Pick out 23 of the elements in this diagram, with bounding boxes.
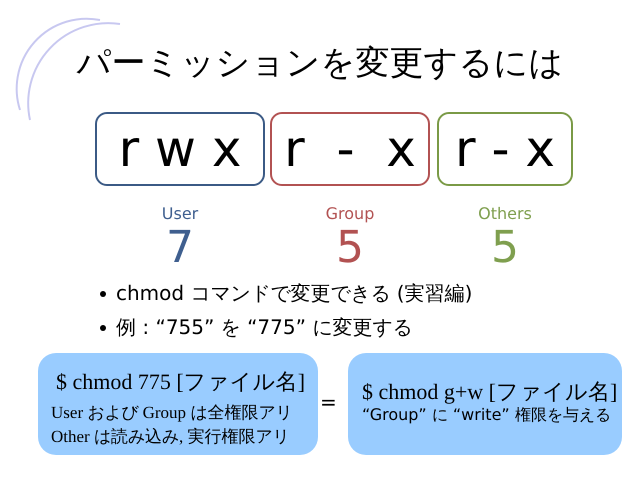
- command-panel: [38, 353, 318, 455]
- permission-class-label: Group: [324, 204, 376, 223]
- command-panel: [348, 353, 622, 455]
- command-text: $ chmod g+w [ファイル名]: [362, 378, 618, 406]
- description-text: “Group” に “write” 権限を与える: [362, 405, 611, 426]
- bullet-text: 例 : “755” を “775” に変更する: [116, 314, 412, 341]
- permission-class-label: Others: [477, 204, 533, 223]
- permission-box: [270, 112, 430, 186]
- description-text: Other は読み込み, 実行権限アリ: [51, 426, 290, 448]
- equals-sign: =: [320, 390, 337, 414]
- slide-title: パーミッションを変更するには: [76, 42, 564, 85]
- permission-box: [95, 112, 265, 186]
- permission-string: r - x: [283, 119, 417, 180]
- octal-digit: 5: [490, 224, 520, 272]
- permission-box: [437, 112, 573, 186]
- command-text: $ chmod 775 [ファイル名]: [56, 368, 306, 396]
- permission-string: r w x: [118, 119, 242, 180]
- permission-class-label: User: [160, 204, 200, 223]
- permission-string: r - x: [454, 119, 556, 180]
- bullet-text: chmod コマンドで変更できる (実習編): [116, 280, 472, 307]
- octal-digit: 7: [165, 224, 195, 272]
- description-text: User および Group は全権限アリ: [51, 402, 292, 424]
- octal-digit: 5: [336, 224, 364, 272]
